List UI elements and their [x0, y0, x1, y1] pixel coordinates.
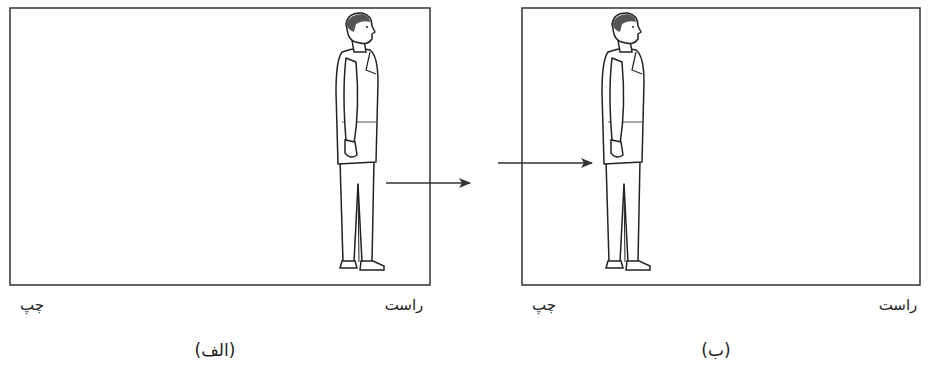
frame-b: [522, 8, 920, 285]
panel-caption: (ب): [701, 340, 730, 360]
motion-arrow: [386, 182, 470, 184]
direction-label: راست: [385, 296, 424, 314]
man-figure: [602, 13, 650, 270]
frame-a: [10, 8, 430, 285]
direction-label: چپ: [20, 296, 44, 314]
man-figure: [336, 13, 384, 270]
motion-arrow: [498, 162, 592, 164]
panel-caption: (الف): [195, 340, 236, 360]
direction-label: چپ: [532, 296, 556, 314]
direction-label: راست: [879, 296, 918, 314]
